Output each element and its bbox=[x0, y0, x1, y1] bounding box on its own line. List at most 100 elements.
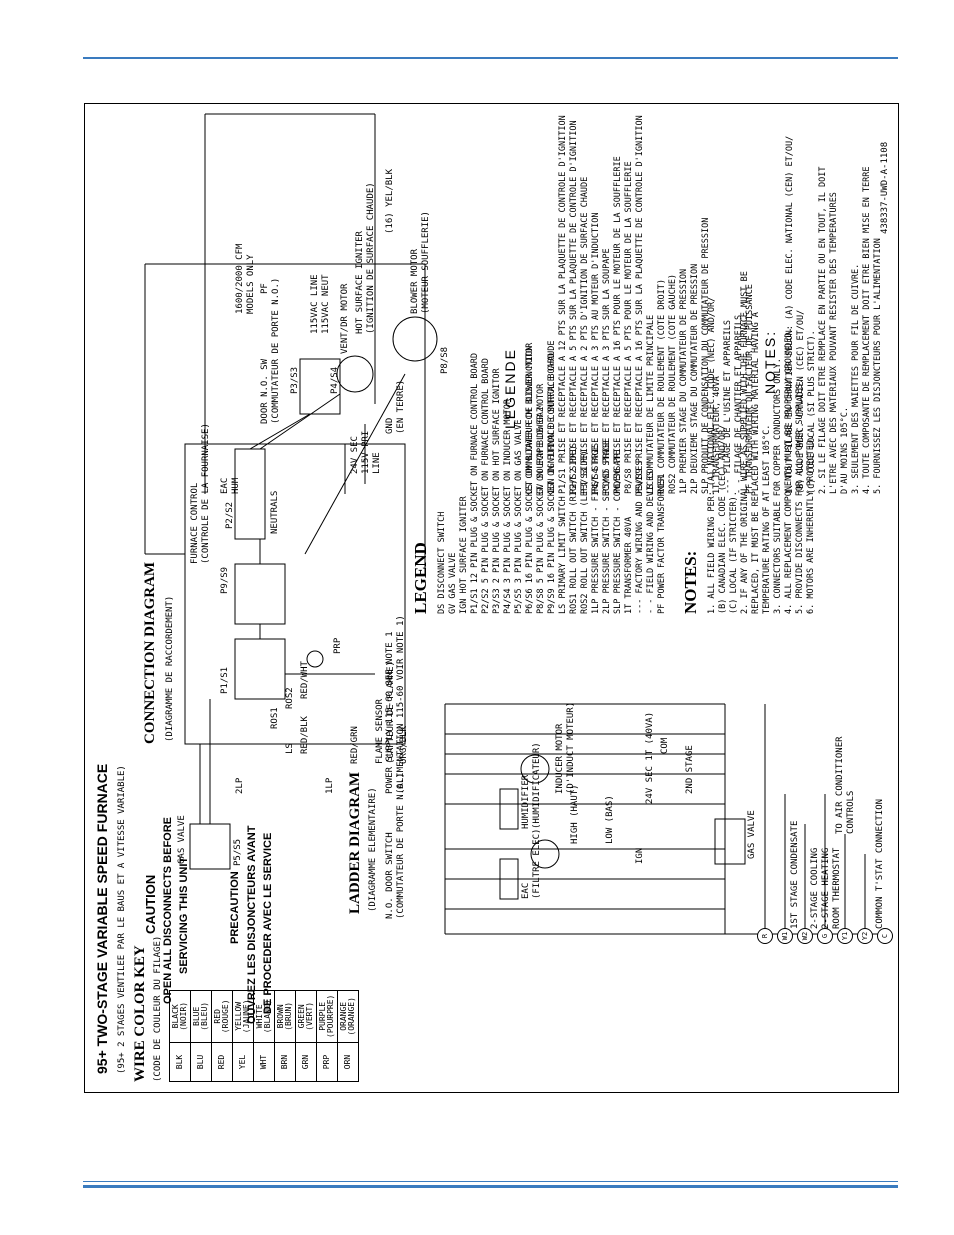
header-rule bbox=[83, 57, 898, 59]
list-item: PF TRANSFORMATEUR DU FACTEUR DE PUISSANC… bbox=[745, 284, 755, 494]
footer-rule-thick bbox=[83, 1185, 898, 1188]
legende-title: LEGENDE bbox=[502, 348, 518, 429]
gnd-label: GND bbox=[385, 417, 395, 434]
line-label: LINE bbox=[372, 452, 382, 474]
list-item: 1. TOUT FILAGE EN CHANTIER SELON: (A) CO… bbox=[785, 135, 795, 494]
list-item: - - FILAGE DE CHANTIER ET APPAREILS bbox=[734, 314, 744, 494]
legend-title: LEGEND bbox=[411, 542, 430, 614]
list-item: ROS2 COMMUTATEUR DE ROULEMENT (COTE GAUC… bbox=[668, 273, 678, 494]
list-item: 3. SEULEMENT DES MAIETTES POUR FIL DE CU… bbox=[851, 263, 861, 494]
ladder-inducer-label: INDUCER MOTOR bbox=[555, 723, 565, 794]
red-wht-label: RED/WHT bbox=[300, 661, 310, 699]
vent-motor-label: VENT/DR MOTOR bbox=[340, 283, 350, 354]
red-blk-label: RED/BLK bbox=[300, 716, 310, 754]
list-item: P1/S1 PRISE ET RECEPTACLE A 12 PTS SUR L… bbox=[558, 115, 568, 494]
blower-motor-symbol bbox=[392, 316, 438, 362]
list-item: 5. FOURNISSEZ LES DISJONCTEURS POUR L'AL… bbox=[873, 238, 883, 494]
p8-label: P8/S8 bbox=[440, 346, 450, 374]
thermostat-terminal: W1 bbox=[777, 928, 793, 944]
lp2-label: 2LP bbox=[235, 777, 245, 794]
gas-valve-box bbox=[189, 823, 231, 870]
blower-motor-label: BLOWER MOTOR bbox=[410, 248, 420, 314]
thermostat-terminal: W2 bbox=[797, 928, 813, 944]
ladder-door-fr-label: (COMMUTATEUR DE PORTE N.O.) bbox=[396, 772, 406, 919]
gas-valve-label: GAS VALVE bbox=[177, 815, 187, 864]
list-item: TEMPERATURE RATING OF AT LEAST 105°C. bbox=[762, 424, 772, 614]
red-grn-label: RED/GRN bbox=[350, 726, 360, 764]
furnace-control-fr-label: (CONTROLE DE LA FOURNAISE) bbox=[201, 423, 211, 564]
door-switch-label: DOOR N.O. SW bbox=[260, 358, 270, 424]
lp1-label: 1LP bbox=[325, 777, 335, 794]
list-item: DS DISCONNECT SWITCH bbox=[437, 511, 447, 614]
p3s3-label: P3/S3 bbox=[290, 366, 300, 394]
ladder-low-label: LOW (BAS) bbox=[605, 795, 615, 844]
list-item: P1/S1 12 PIN PLUG & SOCKET ON FURNACE CO… bbox=[470, 353, 480, 614]
gnd-fr-label: (EN TERRE) bbox=[396, 379, 406, 434]
list-item: 1T TRANSFORMER 40VA bbox=[624, 516, 634, 614]
notes-fr-title: NOTES: bbox=[762, 329, 778, 394]
ls-label: LS bbox=[285, 743, 295, 754]
models-only-label: MODELS ONLY bbox=[246, 254, 256, 314]
list-item: (C) LOCAL (IF STRICTER). bbox=[729, 491, 739, 614]
prp-label: PRP bbox=[333, 637, 343, 654]
flame-sensor-symbol bbox=[306, 650, 324, 668]
list-item: P4/S4 PRISE ET RECEPTACLE A 3 PTS AU MOT… bbox=[591, 212, 601, 494]
ladder-door-label: N.O. DOOR SWITCH bbox=[385, 832, 395, 919]
p5s5-label: P5/S5 bbox=[233, 838, 243, 866]
ros1-label: ROS1 bbox=[270, 707, 280, 729]
p2-s2-connector bbox=[234, 448, 266, 540]
notes-title: NOTES: bbox=[681, 550, 700, 614]
list-item: P8/S8 PRISE ET RECEPTACLE A 5 PTS POUR L… bbox=[624, 161, 634, 494]
list-item: IGN HOT SURFACE IGNITER bbox=[459, 496, 469, 614]
rotated-diagram: 95+ TWO-STAGE VARIABLE SPEED FURNACE (95… bbox=[85, 104, 898, 1092]
ladder-inducer-motor bbox=[520, 754, 550, 784]
p9-s9-connector bbox=[234, 563, 286, 625]
list-item: GV SOUPAPE DE GAZ bbox=[536, 407, 546, 494]
wiring-lines bbox=[144, 113, 885, 935]
connection-board-outline bbox=[184, 443, 406, 745]
part-number: 438337-UWD-A-1108 bbox=[880, 141, 890, 234]
list-item: 1T TRANSFORMATEUR, 40VA bbox=[712, 376, 722, 494]
neutrals-label: NEUTRALS bbox=[270, 490, 280, 534]
list-item: LS PRIMARY LIMIT SWITCH bbox=[558, 496, 568, 614]
list-item: D'AU MOINS 105°C. bbox=[840, 407, 850, 494]
list-item: 2. SI LE FILAGE DOIT ETRE REMPLACE EN PA… bbox=[818, 166, 828, 494]
p1-s1-connector bbox=[234, 638, 286, 700]
ladder-humidifier-fr-label: (HUMIDIFICATEUR) bbox=[532, 742, 542, 829]
pf-label: PF bbox=[260, 283, 270, 294]
controls-label: CONTROLS bbox=[846, 790, 856, 834]
stage1-cond-label: 1ST STAGE CONDENSATE bbox=[790, 820, 800, 929]
p2s2-label: P2/S2 bbox=[225, 501, 235, 529]
list-item: L'ETRE AVEC DES MATERIAUX POUVANT RESIST… bbox=[829, 192, 839, 494]
footer-rule-thin bbox=[83, 1181, 898, 1182]
to-ac-label: TO AIR CONDITIONER bbox=[835, 736, 845, 834]
blower-motor-fr-label: (MOTEUR SOUFFLERIE) bbox=[421, 211, 431, 314]
stage2-heat-label: 2-STAGE HEATING bbox=[821, 847, 831, 929]
p9-label: P9/S9 bbox=[220, 566, 230, 594]
thermostat-terminal: Y2 bbox=[857, 928, 873, 944]
transformer-label: 24V SEC bbox=[350, 436, 360, 474]
ladder-humidifier-label: HUMIDIFIER bbox=[521, 774, 531, 829]
list-item: SLP PRODUIT DE CONDENSATION DU COMMUTATE… bbox=[701, 217, 711, 494]
vac-neut-label: 115VAC NEUT bbox=[321, 274, 331, 334]
ladder-blower-motor bbox=[530, 839, 560, 869]
list-item: (C) CODE LOCAL (SI PLUS STRICT). bbox=[807, 330, 817, 494]
list-item: P5/S5 3 PIN PLUG & SOCKET ON GAS VALVE bbox=[514, 419, 524, 614]
list-item: --- FILAGE DE L'USINE ET APPAREILS bbox=[723, 320, 733, 494]
pri-label: 115V PRI bbox=[361, 430, 371, 474]
ladder-eac-box bbox=[499, 858, 519, 900]
list-item: LS COMMUTATEUR DE LIMITE PRINCIPALE bbox=[646, 314, 656, 494]
list-item: IGN IGNITION DE SURFACE CHAUDE bbox=[547, 340, 557, 494]
thermostat-terminal: Y1 bbox=[837, 928, 853, 944]
hsi-label: HOT SURFACE IGNITER bbox=[355, 231, 365, 334]
ladder-ign-label: IGN bbox=[635, 847, 645, 864]
stage2-cool-label: 2-STAGE COOLING bbox=[810, 847, 820, 929]
list-item: PF POWER FACTOR TRANSFORMER bbox=[657, 475, 667, 614]
list-item: 3. CONNECTORS SUITABLE FOR COPPER CONDUC… bbox=[773, 358, 783, 614]
wiring-diagram-frame: 95+ TWO-STAGE VARIABLE SPEED FURNACE (95… bbox=[84, 103, 899, 1093]
hsi-fr-label: (IGNITION DE SURFACE CHAUDE) bbox=[366, 182, 376, 334]
power-supply-label: POWER SUPPLY 115-60 SEE NOTE 1 bbox=[385, 631, 395, 794]
thermostat-terminal: C bbox=[877, 928, 893, 944]
p1s1-label: P1/S1 bbox=[220, 666, 230, 694]
list-item: 2LP DEUXIEME STAGE DU COMMUTATEUR DE PRE… bbox=[690, 263, 700, 494]
